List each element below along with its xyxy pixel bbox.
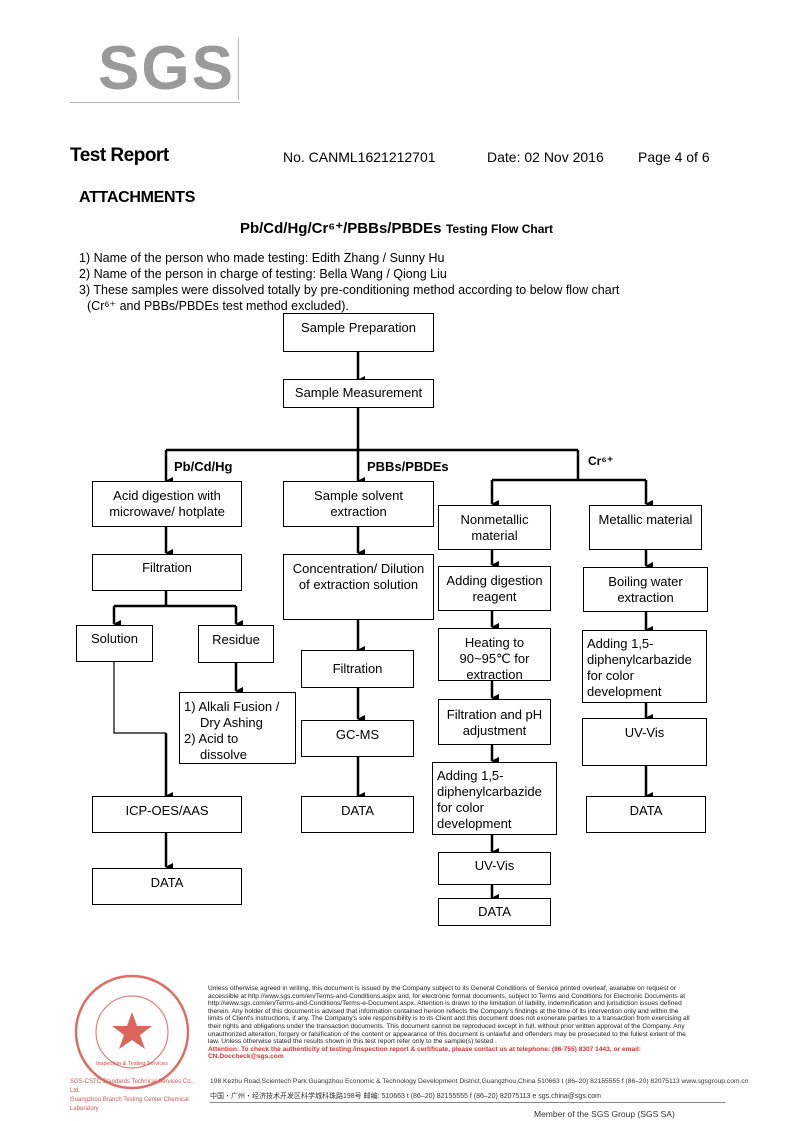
branch-label-pb-cd-hg: Pb/Cd/Hg	[174, 459, 233, 474]
uv-vis-metallic-box: UV-Vis	[582, 718, 707, 766]
data-label-1: DATA	[150, 875, 184, 890]
sgs-logo: SGS	[70, 34, 240, 106]
uv-vis-nonmetallic-box: UV-Vis	[438, 852, 551, 885]
uv-vis-metallic-label: UV-Vis	[624, 725, 665, 740]
flow-chart-title-main: Pb/Cd/Hg/Cr⁶⁺/PBBs/PBDEs	[239, 220, 442, 237]
uv-vis-nonmetallic-label: UV-Vis	[474, 858, 515, 873]
solution-box: Solution	[76, 625, 153, 662]
filtration-ph-label: Filtration and pH adjustment	[446, 707, 543, 738]
adding-dpc-metallic-label: Adding 1,5-diphenylcarbazide for color d…	[587, 636, 692, 699]
report-number: No. CANML1621212701	[283, 149, 436, 165]
attachments-heading: ATTACHMENTS	[79, 189, 196, 206]
filtration-box-2: Filtration	[301, 650, 414, 688]
concentration-label: Concentration/ Dilution of extraction so…	[292, 561, 425, 592]
logo-horizontal-rule	[70, 102, 240, 103]
heating-label: Heating to 90~95℃ for extraction	[459, 635, 530, 681]
acid-digestion-box: Acid digestion with microwave/ hotplate	[92, 481, 242, 527]
sample-preparation-box: Sample Preparation	[283, 313, 434, 352]
adding-dpc-metallic-box: Adding 1,5-diphenylcarbazide for color d…	[582, 630, 707, 703]
solvent-extraction-label: Sample solvent extraction	[314, 488, 403, 519]
data-nonmetallic-label: DATA	[478, 904, 511, 919]
data-box-2: DATA	[301, 796, 414, 833]
digestion-reagent-label: Adding digestion reagent	[446, 573, 543, 604]
filtration-label-2: Filtration	[332, 661, 383, 676]
flow-chart-title: Pb/Cd/Hg/Cr⁶⁺/PBBs/PBDEs Testing Flow Ch…	[0, 219, 793, 238]
stamp-label: Inspection & Testing Services	[96, 1061, 168, 1067]
filtration-ph-box: Filtration and pH adjustment	[438, 699, 551, 745]
footer-terms: Unless otherwise agreed in writing, this…	[70, 985, 690, 1061]
solvent-extraction-box: Sample solvent extraction	[283, 481, 434, 527]
note-2: 2) Name of the person in charge of testi…	[79, 267, 447, 281]
alkali-fusion-box: 1) Alkali Fusion / Dry Ashing 2) Acid to…	[179, 692, 296, 764]
alkali-line-1: 1) Alkali Fusion /	[184, 699, 280, 714]
data-metallic-box: DATA	[586, 796, 706, 833]
boiling-water-box: Boiling water extraction	[583, 567, 708, 612]
data-nonmetallic-box: DATA	[438, 898, 551, 926]
notes: 1) Name of the person who made testing: …	[79, 250, 619, 314]
note-3-continued: (Cr⁶⁺ and PBBs/PBDEs test method exclude…	[87, 299, 349, 313]
note-1: 1) Name of the person who made testing: …	[79, 251, 445, 265]
member-statement: Member of the SGS Group (SGS SA)	[534, 1109, 675, 1119]
page-number: Page 4 of 6	[638, 149, 710, 165]
logo-vertical-rule	[238, 38, 239, 100]
icp-oes-aas-box: ICP-OES/AAS	[92, 796, 242, 833]
lab-name-1: SGS-CSTC Standards Technical Services Co…	[70, 1079, 194, 1094]
branch-label-pbbs-pbdes: PBBs/PBDEs	[367, 459, 449, 474]
sample-measurement-label: Sample Measurement	[294, 385, 423, 400]
acid-digestion-label: Acid digestion with microwave/ hotplate	[109, 488, 225, 519]
solution-label: Solution	[91, 631, 138, 646]
adding-dpc-nonmetallic-label: Adding 1,5-diphenylcarbazide for color d…	[437, 768, 542, 831]
alkali-line-4: dissolve	[200, 747, 247, 762]
gc-ms-label: GC-MS	[335, 727, 380, 742]
boiling-water-label: Boiling water extraction	[608, 574, 683, 605]
flow-chart-title-suffix: Testing Flow Chart	[445, 222, 554, 236]
branch-label-cr6: Cr⁶⁺	[588, 454, 614, 468]
filtration-box-1: Filtration	[92, 554, 242, 591]
residue-box: Residue	[198, 625, 274, 663]
icp-oes-aas-label: ICP-OES/AAS	[125, 803, 209, 818]
gc-ms-box: GC-MS	[301, 720, 414, 757]
digestion-reagent-box: Adding digestion reagent	[438, 566, 551, 611]
metallic-label: Metallic material	[598, 512, 693, 527]
alkali-line-3: 2) Acid to	[184, 731, 239, 746]
data-label-2: DATA	[341, 803, 374, 818]
data-metallic-label: DATA	[629, 803, 663, 818]
address-english: 198 Kezhu Road,Scientech Park Guangzhou …	[210, 1078, 749, 1085]
sample-measurement-box: Sample Measurement	[283, 379, 434, 408]
inspection-seal-stamp: Inspection & Testing Services	[74, 974, 190, 1090]
data-box-1: DATA	[92, 868, 242, 905]
residue-label: Residue	[212, 632, 260, 647]
footer-divider	[210, 1102, 725, 1103]
footer-attention: Attention: To check the authenticity of …	[208, 1045, 641, 1061]
lab-names: SGS-CSTC Standards Technical Services Co…	[70, 1078, 205, 1114]
logo-text: SGS	[98, 34, 235, 103]
address-chinese: 中国・广州・经济技术开发区科学城科珠路198号 邮编: 510663 t (86…	[210, 1093, 601, 1100]
metallic-box: Metallic material	[589, 505, 702, 550]
adding-dpc-nonmetallic-box: Adding 1,5-diphenylcarbazide for color d…	[432, 762, 557, 835]
report-title: Test Report	[70, 145, 169, 166]
sample-preparation-label: Sample Preparation	[301, 320, 416, 335]
heating-box: Heating to 90~95℃ for extraction	[438, 628, 551, 681]
alkali-line-2: Dry Ashing	[200, 715, 263, 730]
concentration-box: Concentration/ Dilution of extraction so…	[283, 554, 434, 620]
lab-name-2: Guangzhou Branch Testing Center Chemical…	[70, 1097, 189, 1112]
nonmetallic-box: Nonmetallic material	[438, 505, 551, 550]
filtration-label-1: Filtration	[142, 560, 192, 575]
note-3: 3) These samples were dissolved totally …	[79, 283, 620, 297]
footer-terms-text: Unless otherwise agreed in writing, this…	[208, 985, 690, 1046]
nonmetallic-label: Nonmetallic material	[460, 512, 529, 543]
report-date: Date: 02 Nov 2016	[487, 149, 604, 165]
